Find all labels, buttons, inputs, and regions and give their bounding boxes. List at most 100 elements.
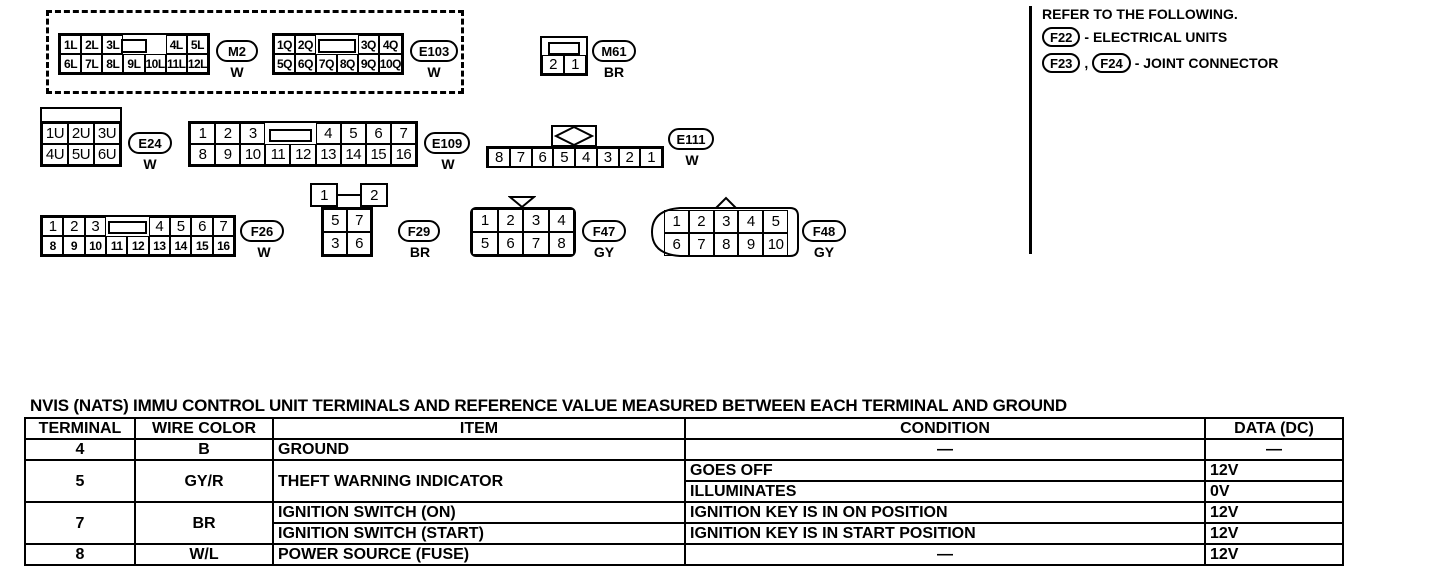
pin: 5Q: [274, 54, 295, 73]
pin: 5: [170, 217, 192, 236]
connector-f29-bridge: [338, 194, 360, 196]
pin: 2: [63, 217, 85, 236]
pin: 8: [190, 144, 216, 165]
pin: 1L: [60, 35, 82, 54]
cell-condition: GOES OFF: [684, 459, 1206, 482]
pin: 7Q: [315, 54, 337, 73]
wire-color-f47: GY: [593, 244, 615, 260]
pin: 5: [340, 123, 366, 144]
connector-m61: 2 1: [540, 36, 588, 76]
pin: 1: [190, 123, 216, 144]
connector-group-dashed-frame: [46, 10, 464, 94]
pin: 3: [713, 210, 739, 233]
refer-line-f22: F22 - ELECTRICAL UNITS: [1042, 27, 1227, 47]
cell-terminal: 4: [24, 438, 136, 461]
pin: 7: [523, 232, 549, 255]
pin: 6Q: [294, 54, 316, 73]
pin: 4: [148, 217, 170, 236]
pin: 3U: [94, 123, 120, 144]
pin: 5: [472, 232, 498, 255]
pin: 11L: [165, 54, 187, 73]
pin: 2Q: [294, 35, 316, 54]
pin: 2: [542, 55, 564, 74]
table-row: 8 W/L POWER SOURCE (FUSE) — 12V: [24, 543, 1344, 566]
pin: 6L: [60, 54, 82, 73]
pin: 13: [148, 236, 170, 255]
connector-e109: 1 2 3 4 5 6 7 8 9 10 11 12 13 14 15 16: [188, 121, 418, 167]
pin: 14: [340, 144, 366, 165]
connector-e111-latch: [551, 125, 597, 147]
connector-id-f47: F47: [582, 220, 626, 242]
cell-item: THEFT WARNING INDICATOR: [272, 459, 686, 503]
cell-item: IGNITION SWITCH (START): [272, 522, 686, 545]
cell-terminal: 7: [24, 501, 136, 545]
table-row: IGNITION SWITCH (START) IGNITION KEY IS …: [25, 522, 1344, 545]
pin: 7L: [81, 54, 103, 73]
pin: 4: [548, 209, 574, 232]
pin: 14: [170, 236, 192, 255]
pin: 4Q: [378, 35, 402, 54]
connector-e103: 1Q 2Q 3Q 4Q 5Q 6Q 7Q 8Q 9Q 10Q: [272, 33, 404, 75]
pin: 5: [323, 209, 347, 232]
connector-lock: [106, 217, 149, 236]
pin: 8: [488, 148, 510, 167]
wire-color-f48: GY: [813, 244, 835, 260]
refer-heading: REFER TO THE FOLLOWING.: [1042, 6, 1238, 22]
pin: 12: [127, 236, 149, 255]
pin: 11: [106, 236, 128, 255]
cell-data: 0V: [1204, 480, 1344, 503]
cell-data: 12V: [1204, 459, 1344, 482]
pin: 6: [497, 232, 523, 255]
connector-f47-latch: [508, 196, 536, 209]
pin: 3Q: [357, 35, 379, 54]
connector-id-e103: E103: [410, 40, 458, 62]
connector-id-f29: F29: [398, 220, 440, 242]
connector-id-e109: E109: [424, 132, 470, 154]
table-row: 5 GY/R THEFT WARNING INDICATOR GOES OFF …: [24, 459, 1344, 503]
cell-item: GROUND: [272, 438, 686, 461]
pin: 16: [212, 236, 234, 255]
pin: 10Q: [378, 54, 402, 73]
pin: 9: [63, 236, 85, 255]
connector-lock: [265, 123, 315, 144]
pin: 8: [42, 236, 64, 255]
refer-separator: ,: [1084, 55, 1089, 71]
connector-f47: 1 2 3 4 5 6 7 8: [470, 207, 576, 257]
pin: 11: [265, 144, 291, 165]
pin: 9L: [123, 54, 145, 73]
cell-condition: —: [684, 543, 1206, 566]
pin: 12: [290, 144, 316, 165]
connector-e24-housing-top: [40, 107, 122, 121]
pin: 8: [548, 232, 574, 255]
cell-wire-color: W/L: [134, 543, 274, 566]
pin: 8Q: [336, 54, 358, 73]
refer-f22-text: - ELECTRICAL UNITS: [1084, 29, 1228, 45]
pin: 2: [688, 210, 714, 233]
pin: 13: [315, 144, 341, 165]
connector-id-f26: F26: [240, 220, 284, 242]
wire-color-m2: W: [230, 64, 244, 80]
connector-id-f24: F24: [1092, 53, 1131, 73]
pin: 1: [42, 217, 64, 236]
cell-terminal: 5: [24, 459, 136, 503]
cell-data: 12V: [1204, 522, 1344, 545]
pin: 6: [531, 148, 554, 167]
pin: 9Q: [357, 54, 379, 73]
connector-lock: [316, 35, 358, 54]
connector-f29: 5 7 3 6: [321, 207, 373, 257]
connector-id-e24: E24: [128, 132, 172, 154]
table-row: ILLUMINATES 0V: [25, 480, 1344, 503]
wire-color-f29: BR: [409, 244, 431, 260]
terminal-table: TERMINAL WIRE COLOR ITEM CONDITION DATA …: [24, 417, 1344, 566]
refer-heading-text: REFER TO THE FOLLOWING.: [1042, 6, 1238, 22]
pin: 1: [310, 183, 338, 207]
connector-id-m61: M61: [592, 40, 636, 62]
pin: 1U: [42, 123, 68, 144]
cell-condition: ILLUMINATES: [684, 480, 1206, 503]
pin: 1: [472, 209, 498, 232]
connector-e111: 8 7 6 5 4 3 2 1: [486, 146, 664, 168]
pin: 7: [390, 123, 416, 144]
pin: 15: [191, 236, 213, 255]
cell-terminal: 8: [24, 543, 136, 566]
wire-color-m61: BR: [603, 64, 625, 80]
